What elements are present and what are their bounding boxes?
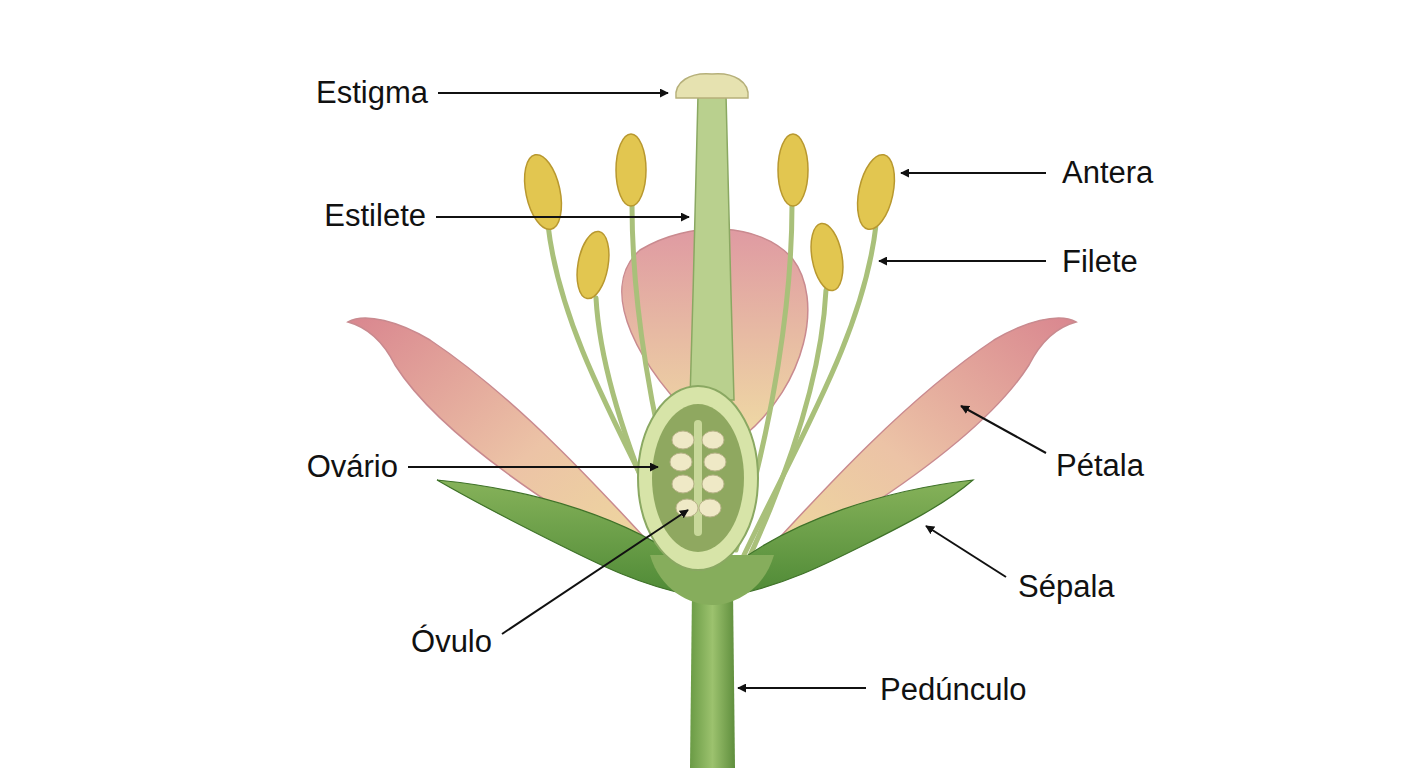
part-label: Antera	[1062, 155, 1153, 191]
part-label: Sépala	[1018, 569, 1115, 605]
part-label: Estigma	[316, 75, 428, 111]
style	[690, 95, 734, 400]
ovary-cavity	[652, 404, 744, 552]
part-label: Filete	[1062, 244, 1138, 280]
ovules	[670, 431, 726, 517]
ovary-wall	[638, 386, 758, 570]
part-label: Pétala	[1056, 448, 1144, 484]
stigma	[676, 74, 748, 98]
right-sepal	[734, 480, 973, 595]
part-label: Estilete	[324, 198, 426, 234]
pedicel	[690, 590, 735, 768]
part-label: Pedúnculo	[880, 672, 1027, 708]
placenta	[694, 420, 702, 536]
leader-lines	[408, 93, 1046, 688]
part-label: Ovário	[307, 449, 398, 485]
part-label: Óvulo	[411, 624, 492, 660]
